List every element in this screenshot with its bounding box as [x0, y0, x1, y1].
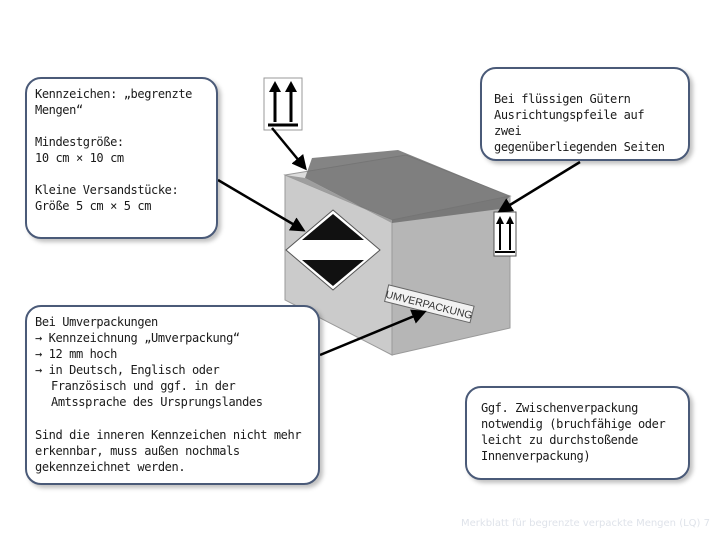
box-tape [305, 150, 510, 223]
callout-overpack-line4: → in Deutsch, Englisch oder [35, 363, 220, 377]
callout-liquids: Bei flüssigen Gütern Ausrichtungspfeile … [480, 67, 690, 161]
pointer-arrow-liquids-to-box [497, 160, 581, 213]
pointer-arrow-symbol-to-box [271, 127, 307, 171]
callout-lq-small-value: Größe 5 cm × 5 cm [35, 199, 152, 213]
orientation-arrows-symbol [263, 77, 303, 131]
callout-overpack-line3: → 12 mm hoch [35, 347, 117, 361]
callout-overpack-line1: Bei Umverpackungen [35, 315, 158, 329]
callout-limited-quantities: Kennzeichen: „begrenzte Mengen“ Mindestg… [25, 77, 218, 239]
callout-overpack-line9: gekennzeichnet werden. [35, 460, 186, 474]
callout-intermediate-packaging: Ggf. Zwischenverpackung notwendig (bruch… [465, 386, 690, 480]
callout-overpack-line7: Sind die inneren Kennzeichen nicht mehr [35, 428, 302, 442]
callout-overpack-line8: erkennbar, muss außen nochmals [35, 444, 240, 458]
orientation-arrows-on-box [493, 211, 517, 257]
callout-liquids-line2: Ausrichtungspfeile auf zwei [494, 108, 645, 138]
callout-overpack-line2: → Kennzeichnung „Umverpackung“ [35, 331, 240, 345]
callout-liquids-line1: Bei flüssigen Gütern [494, 92, 631, 106]
callout-overpack-line6: Amtssprache des Ursprungslandes [51, 395, 263, 409]
callout-lq-title-line2: Mengen“ [35, 103, 83, 117]
page-footer: Merkblatt für begrenzte verpackte Mengen… [461, 518, 710, 529]
callout-intermediate-line4: Innenverpackung) [481, 449, 591, 463]
callout-liquids-line3: gegenüberliegenden Seiten [494, 140, 665, 154]
callout-intermediate-line2: notwendig (bruchfähige oder [481, 417, 666, 431]
callout-intermediate-line3: leicht zu durchstoßende [481, 433, 638, 447]
callout-intermediate-line1: Ggf. Zwischenverpackung [481, 401, 638, 415]
callout-overpack-line5: Französisch und ggf. in der [51, 379, 236, 393]
callout-lq-min-size-value: 10 cm × 10 cm [35, 151, 124, 165]
callout-lq-min-size-label: Mindestgröße: [35, 135, 124, 149]
callout-lq-small-label: Kleine Versandstücke: [35, 183, 179, 197]
callout-lq-title-line1: Kennzeichen: „begrenzte [35, 87, 192, 101]
lq-mark-on-box [285, 209, 381, 291]
pointer-arrow-overpack-to-label [319, 309, 427, 357]
pointer-arrow-lq-to-box [217, 178, 306, 232]
callout-overpack: Bei Umverpackungen → Kennzeichnung „Umve… [25, 305, 320, 485]
